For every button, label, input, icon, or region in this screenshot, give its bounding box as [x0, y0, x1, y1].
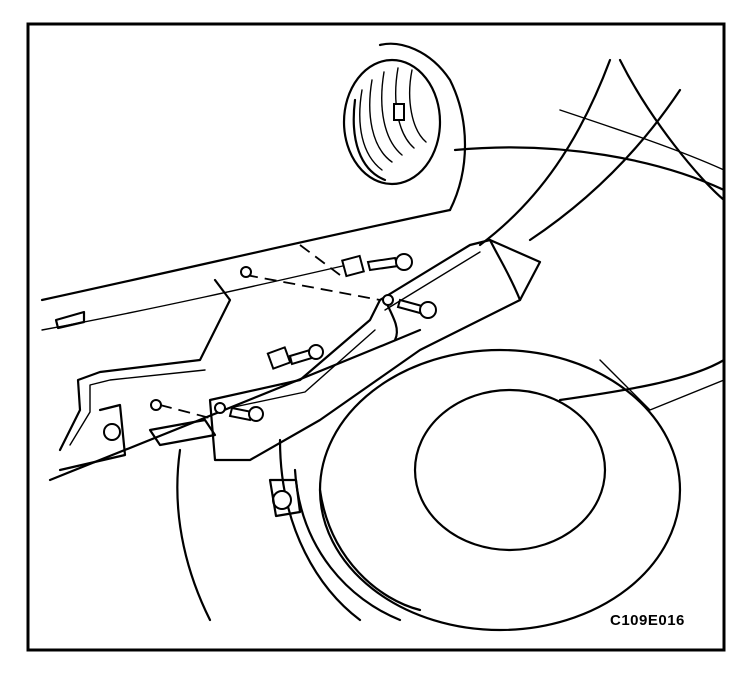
- diagram-frame: [26, 22, 726, 652]
- fasteners: [150, 253, 437, 518]
- alignment-lines: [159, 244, 381, 419]
- figure-code-label: C109E016: [610, 612, 685, 629]
- air-vent: [342, 58, 442, 186]
- wheel-housing: [176, 348, 726, 632]
- side-bracket: [58, 278, 232, 472]
- body-contours: [453, 58, 726, 247]
